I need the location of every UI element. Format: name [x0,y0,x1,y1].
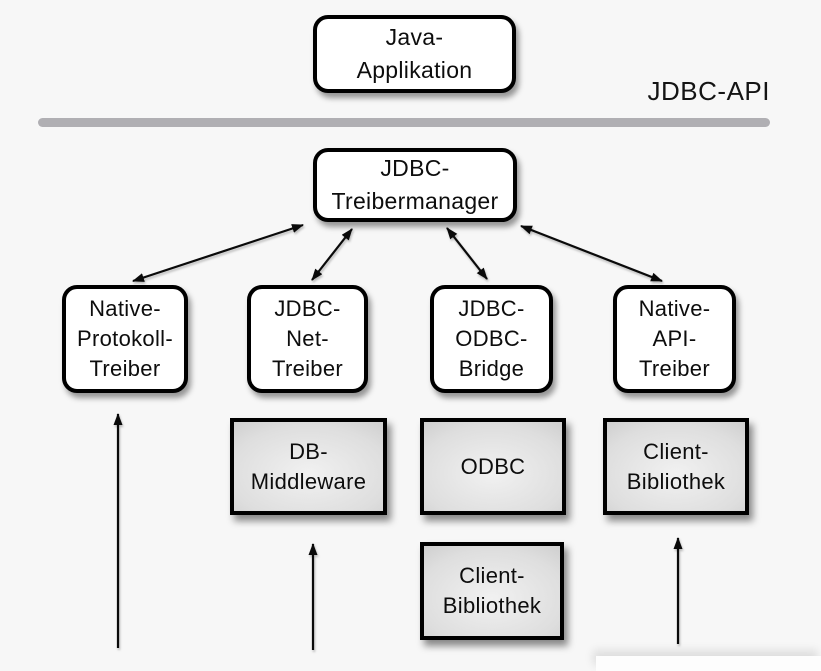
node-client-bibliothek-right-label: Client- Bibliothek [626,438,726,494]
node-jdbc-odbc-bridge: JDBC- ODBC- Bridge [430,285,553,393]
node-odbc: ODBC [420,418,566,515]
node-client-bibliothek-bottom-label: Client- Bibliothek [442,563,542,618]
node-native-api-treiber-label: Native- API- Treiber [638,296,711,381]
node-db-middleware-label: DB- Middleware [250,438,367,494]
node-java-applikation-label: Java- Applikation [356,24,473,83]
node-jdbc-treibermanager-label: JDBC- Treibermanager [331,155,499,214]
arrow [311,228,353,281]
node-client-bibliothek-bottom: Client- Bibliothek [420,542,564,640]
node-db-middleware: DB- Middleware [230,418,387,515]
cutoff-white-box [596,656,821,671]
node-native-protokoll-treiber-label: Native- Protokoll- Treiber [77,296,173,381]
node-jdbc-treibermanager: JDBC- Treibermanager [313,148,517,222]
jdbc-api-label: JDBC-API [647,76,770,106]
node-client-bibliothek-right: Client- Bibliothek [603,418,749,515]
arrow [520,224,663,283]
arrow [446,227,488,280]
node-jdbc-net-treiber: JDBC- Net- Treiber [247,285,368,393]
node-jdbc-net-treiber-label: JDBC- Net- Treiber [272,296,343,381]
node-jdbc-odbc-bridge-label: JDBC- ODBC- Bridge [455,296,528,381]
jdbc-api-divider-line [38,118,770,127]
node-odbc-label: ODBC [460,453,526,479]
node-native-api-treiber: Native- API- Treiber [613,285,736,393]
node-java-applikation: Java- Applikation [313,15,516,93]
node-native-protokoll-treiber: Native- Protokoll- Treiber [62,285,188,393]
arrow [132,223,304,283]
